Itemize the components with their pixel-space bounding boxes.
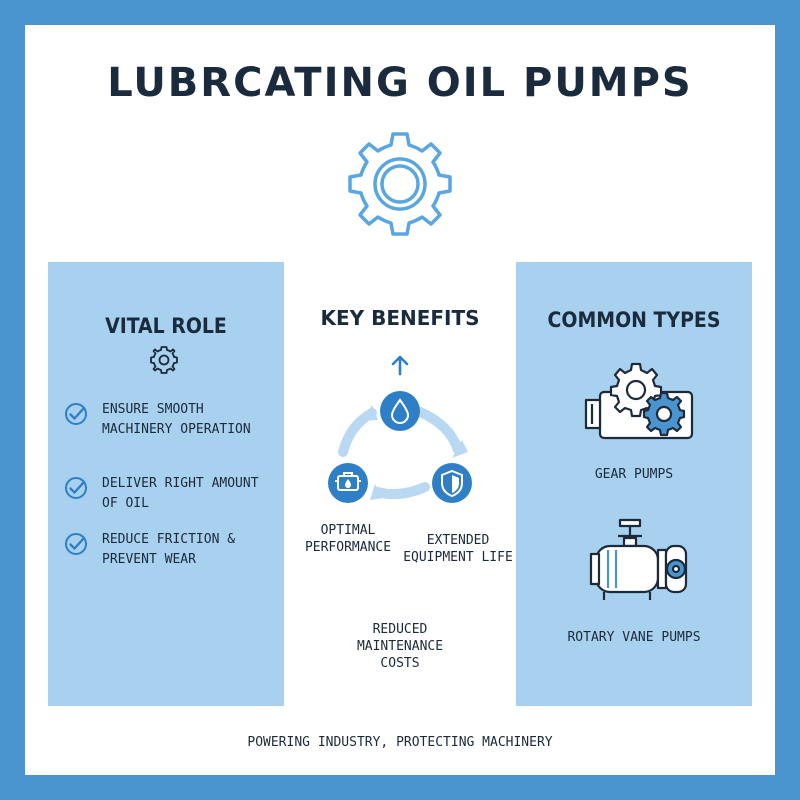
benefit-label: OPTIMAL PERFORMANCE — [304, 523, 392, 555]
role-text: ENSURE SMOOTH MACHINERY OPERATION — [102, 402, 251, 437]
role-text: DELIVER RIGHT AMOUNT OF OIL — [102, 476, 259, 511]
gear-icon — [348, 132, 452, 236]
benefit-label: EXTENDED EQUIPMENT LIFE — [403, 533, 513, 565]
oil-drop-icon — [380, 391, 420, 431]
type-label: GEAR PUMPS — [594, 467, 674, 482]
vital-role-panel: VITAL ROLE ENSURE SMOOTH MACHINERY OPERA… — [48, 262, 284, 706]
common-types-panel: COMMON TYPES GEAR PUMPS — [516, 262, 752, 706]
check-circle-icon — [65, 477, 87, 499]
arrow-up-icon — [391, 355, 409, 376]
page-title: LUBRCATING OIL PUMPS — [107, 60, 693, 106]
check-circle-icon — [65, 533, 87, 555]
type-label: ROTARY VANE PUMPS — [567, 630, 701, 645]
key-benefits-title: KEY BENEFITS — [320, 306, 480, 330]
rotary-vane-pump-icon — [589, 518, 688, 600]
gear-pump-icon — [584, 362, 694, 440]
common-types-title: COMMON TYPES — [547, 308, 721, 332]
footer-tagline: POWERING INDUSTRY, PROTECTING MACHINERY — [247, 735, 553, 750]
check-circle-icon — [65, 403, 87, 425]
shield-icon — [432, 463, 472, 503]
gear-icon — [150, 346, 178, 374]
benefit-label: REDUCED MAINTENANCE COSTS — [356, 622, 444, 671]
role-text: REDUCE FRICTION & PREVENT WEAR — [102, 532, 236, 567]
engine-icon — [328, 463, 368, 503]
benefits-cycle-diagram — [328, 355, 472, 503]
vital-role-title: VITAL ROLE — [105, 314, 227, 338]
arrow-heads — [362, 405, 468, 500]
